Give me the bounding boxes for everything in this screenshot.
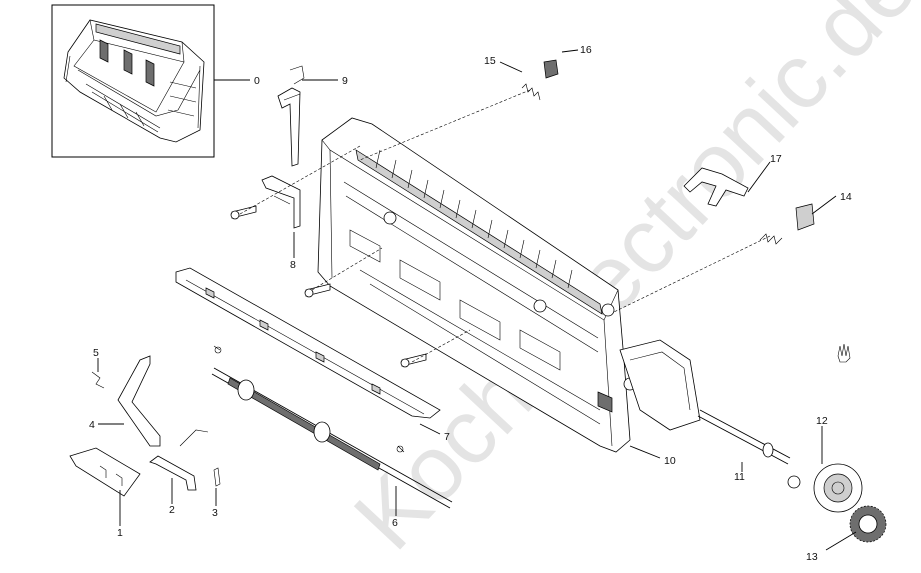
gear-part-12 <box>787 463 863 513</box>
callout-16: 16 <box>580 44 592 56</box>
lever-part-17 <box>683 167 749 207</box>
frame-ribs <box>375 149 573 289</box>
callout-0: 0 <box>254 75 260 87</box>
callout-7: 7 <box>444 431 450 443</box>
cover-part-1 <box>69 447 141 497</box>
callout-9: 9 <box>342 75 348 87</box>
callout-8: 8 <box>290 259 296 271</box>
callout-13: 13 <box>806 551 818 563</box>
screws <box>230 205 427 368</box>
main-frame-part-10 <box>317 117 701 453</box>
spring-part-15 <box>521 83 541 101</box>
hand-cursor-icon <box>837 343 851 363</box>
roller-shaft-part-6 <box>211 345 453 509</box>
callout-2: 2 <box>169 504 175 516</box>
callout-12: 12 <box>816 415 828 427</box>
clip-part-14 <box>795 203 815 231</box>
callout-15: 15 <box>484 55 496 67</box>
assembly-dash-lines <box>239 89 771 363</box>
callout-3: 3 <box>212 507 218 519</box>
clip-part-16 <box>543 59 559 79</box>
bracket-part-2 <box>149 429 209 491</box>
leader-lines <box>97 49 857 551</box>
lever-part-4 <box>117 355 161 447</box>
callout-6: 6 <box>392 517 398 529</box>
gear-part-13 <box>849 505 887 543</box>
assembly-0-illustration <box>63 19 205 143</box>
callout-1: 1 <box>117 527 123 539</box>
spring-part-14-spring <box>759 233 783 245</box>
callout-17: 17 <box>770 153 782 165</box>
callout-4: 4 <box>89 419 95 431</box>
guide-plate-part-7 <box>175 267 441 419</box>
callout-labels: 0 1 2 3 4 5 6 7 8 9 10 11 12 13 14 15 16… <box>89 44 852 563</box>
callout-11: 11 <box>734 471 745 483</box>
bracket-part-9 <box>277 65 305 167</box>
callout-5: 5 <box>93 347 99 359</box>
bracket-part-8 <box>261 175 301 229</box>
callout-14: 14 <box>840 191 852 203</box>
assembly-inset-box <box>51 4 215 158</box>
callout-10: 10 <box>664 455 676 467</box>
shaft-part-11 <box>697 409 791 465</box>
pin-part-3 <box>213 467 221 487</box>
spring-clip-part-5 <box>91 371 105 389</box>
